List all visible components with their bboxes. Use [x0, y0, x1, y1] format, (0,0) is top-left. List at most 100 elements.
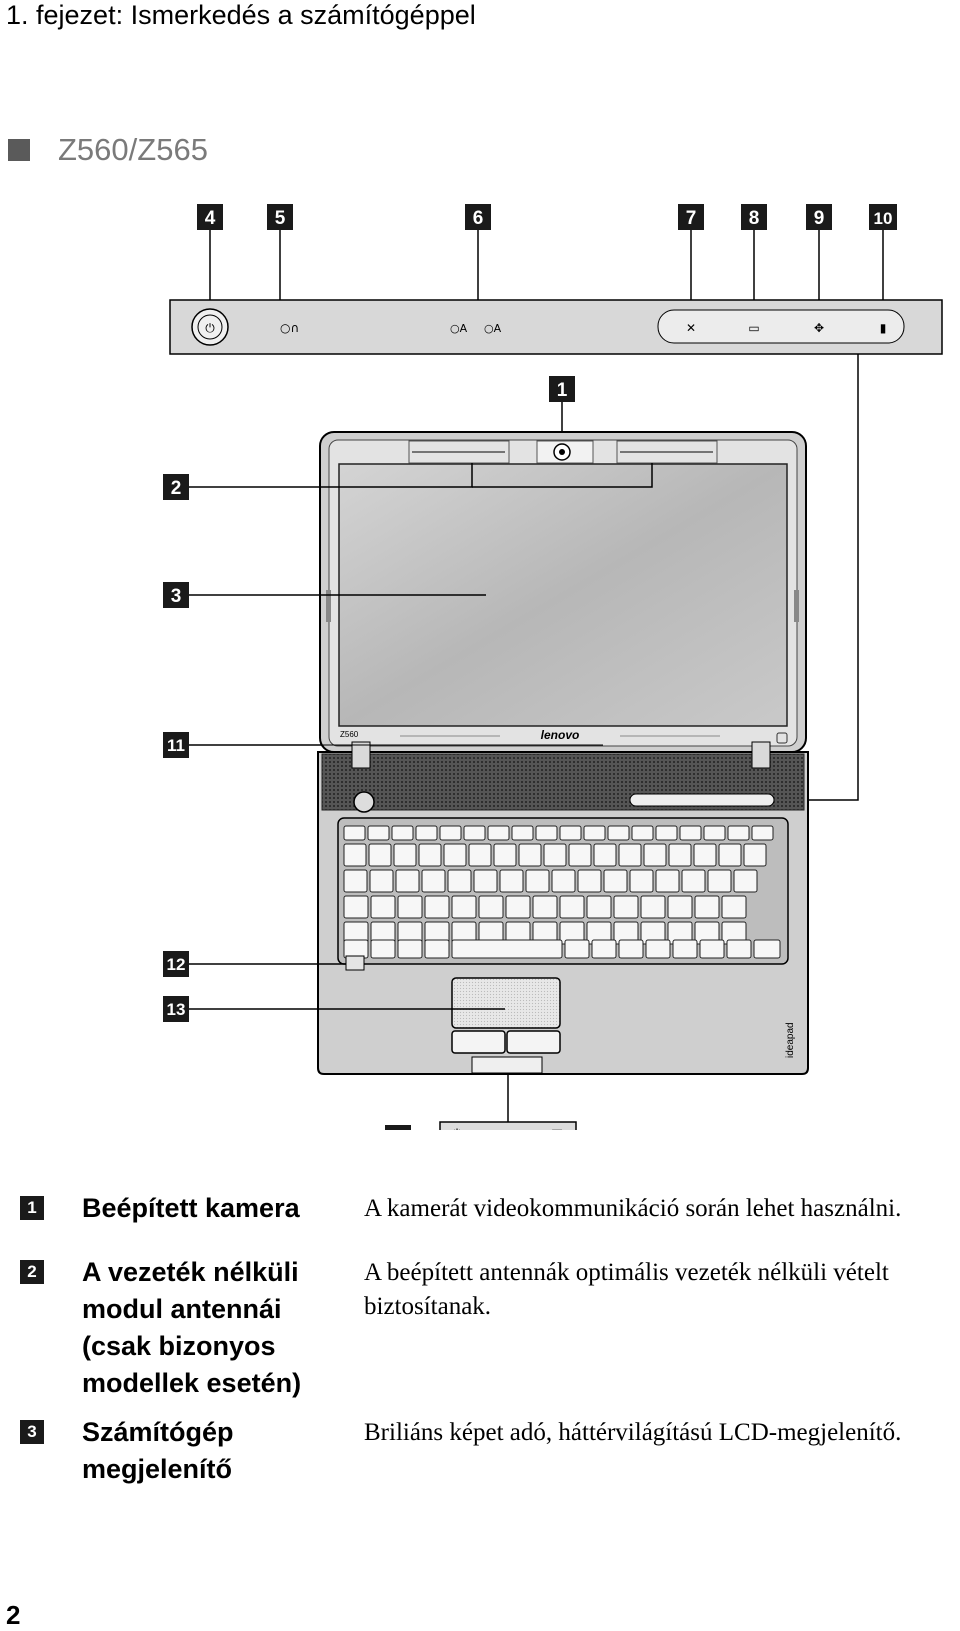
- svg-text:7: 7: [686, 208, 697, 229]
- svg-text:10: 10: [874, 209, 893, 228]
- ideapad-logo: ideapad: [785, 1022, 796, 1058]
- key: [645, 939, 671, 959]
- key: [343, 939, 369, 959]
- key: [511, 825, 534, 841]
- svg-text:3: 3: [171, 586, 182, 607]
- svg-text:8: 8: [749, 208, 760, 229]
- callout-1: 1: [549, 376, 575, 402]
- key: [463, 825, 486, 841]
- num-lock-indicator-icon: ○A: [484, 322, 502, 335]
- key: [694, 895, 720, 919]
- callout-9: 9: [806, 204, 832, 230]
- battery-icon: ▮: [880, 321, 887, 335]
- key: [487, 825, 510, 841]
- key: [418, 843, 442, 867]
- callout-3: 3: [163, 582, 189, 608]
- svg-text:1: 1: [557, 380, 568, 401]
- laptop-lid: Z560 lenovo: [319, 431, 807, 753]
- key: [525, 869, 550, 893]
- key: [468, 843, 492, 867]
- legend-term: A vezeték nélküli modul antennái (csak b…: [82, 1257, 302, 1398]
- key: [613, 895, 639, 919]
- key: [551, 869, 576, 893]
- key: [543, 843, 567, 867]
- callout-6-bottom: 6: [385, 1125, 411, 1130]
- callout-8: 8: [741, 204, 767, 230]
- legend-term: Beépített kamera: [82, 1193, 300, 1223]
- network-icon: ✥: [814, 321, 824, 335]
- key: [607, 825, 630, 841]
- legend-term: Számítógép megjelenítő: [82, 1417, 234, 1484]
- svg-text:6: 6: [393, 1129, 404, 1130]
- key: [532, 895, 558, 919]
- key: [629, 869, 654, 893]
- key: [415, 825, 438, 841]
- key: [655, 869, 680, 893]
- legend-description: A beépített antennák optimális vezeték n…: [364, 1259, 889, 1320]
- key: [368, 843, 392, 867]
- base-power-button-icon: [353, 791, 375, 813]
- key: [478, 895, 504, 919]
- onekey-rescue-icon: ○∩: [280, 321, 299, 335]
- key: [726, 939, 752, 959]
- key: [618, 843, 642, 867]
- power-status-icon: ⏻: [452, 1127, 462, 1130]
- svg-text:2: 2: [171, 478, 182, 499]
- key: [699, 939, 725, 959]
- key: [451, 895, 477, 919]
- callout-4: 4: [197, 204, 223, 230]
- callout-13: 13: [163, 996, 189, 1022]
- fingerprint-reader: [345, 955, 365, 971]
- key: [707, 869, 732, 893]
- key: [424, 895, 450, 919]
- key: [643, 843, 667, 867]
- svg-text:6: 6: [473, 208, 484, 229]
- key: [667, 895, 693, 919]
- key: [367, 825, 390, 841]
- key: [505, 895, 531, 919]
- svg-text:⏻: ⏻: [205, 321, 215, 335]
- key: [672, 939, 698, 959]
- key: [439, 825, 462, 841]
- key: [564, 939, 590, 959]
- space-bar: [451, 939, 563, 959]
- legend-description: Briliáns képet adó, háttérvilágítású LCD…: [364, 1419, 902, 1446]
- key: [518, 843, 542, 867]
- key: [343, 869, 368, 893]
- caps-lock-indicator-icon: ○A: [450, 322, 468, 335]
- key: [631, 825, 654, 841]
- key: [586, 895, 612, 919]
- key: [391, 825, 414, 841]
- top-callouts: 4 5 6 7 8 9 10: [197, 204, 897, 230]
- callout-10: 10: [869, 204, 897, 230]
- callout-2: 2: [163, 474, 189, 500]
- key: [583, 825, 606, 841]
- key: [733, 869, 758, 893]
- key: [397, 939, 423, 959]
- svg-text:11: 11: [167, 736, 185, 755]
- key: [668, 843, 692, 867]
- key: [370, 895, 396, 919]
- svg-text:13: 13: [167, 1000, 186, 1019]
- key: [424, 939, 450, 959]
- battery-status-icon: ▭: [484, 1127, 496, 1130]
- svg-text:12: 12: [167, 955, 186, 974]
- section-bullet-icon: [8, 139, 30, 161]
- hdd-status-icon: ▤: [551, 1127, 563, 1130]
- page-number: 2: [6, 1600, 21, 1630]
- key: [473, 869, 498, 893]
- svg-text:4: 4: [205, 208, 216, 229]
- top-strip-detail: ⏻ ○∩ ○A ○A ✕ ▭ ✥ ▮: [169, 299, 943, 355]
- wireless-status-icon: ((▣)): [510, 1128, 538, 1130]
- key: [443, 843, 467, 867]
- mute-icon: ✕: [686, 321, 696, 335]
- callout-6: 6: [465, 204, 491, 230]
- key: [397, 895, 423, 919]
- key: [640, 895, 666, 919]
- key: [559, 895, 585, 919]
- key: [603, 869, 628, 893]
- front-indicators-detail: ⏻ ▭ ((▣)) ▤: [439, 1121, 577, 1130]
- key: [568, 843, 592, 867]
- key: [395, 869, 420, 893]
- keyboard-keys: [343, 825, 781, 959]
